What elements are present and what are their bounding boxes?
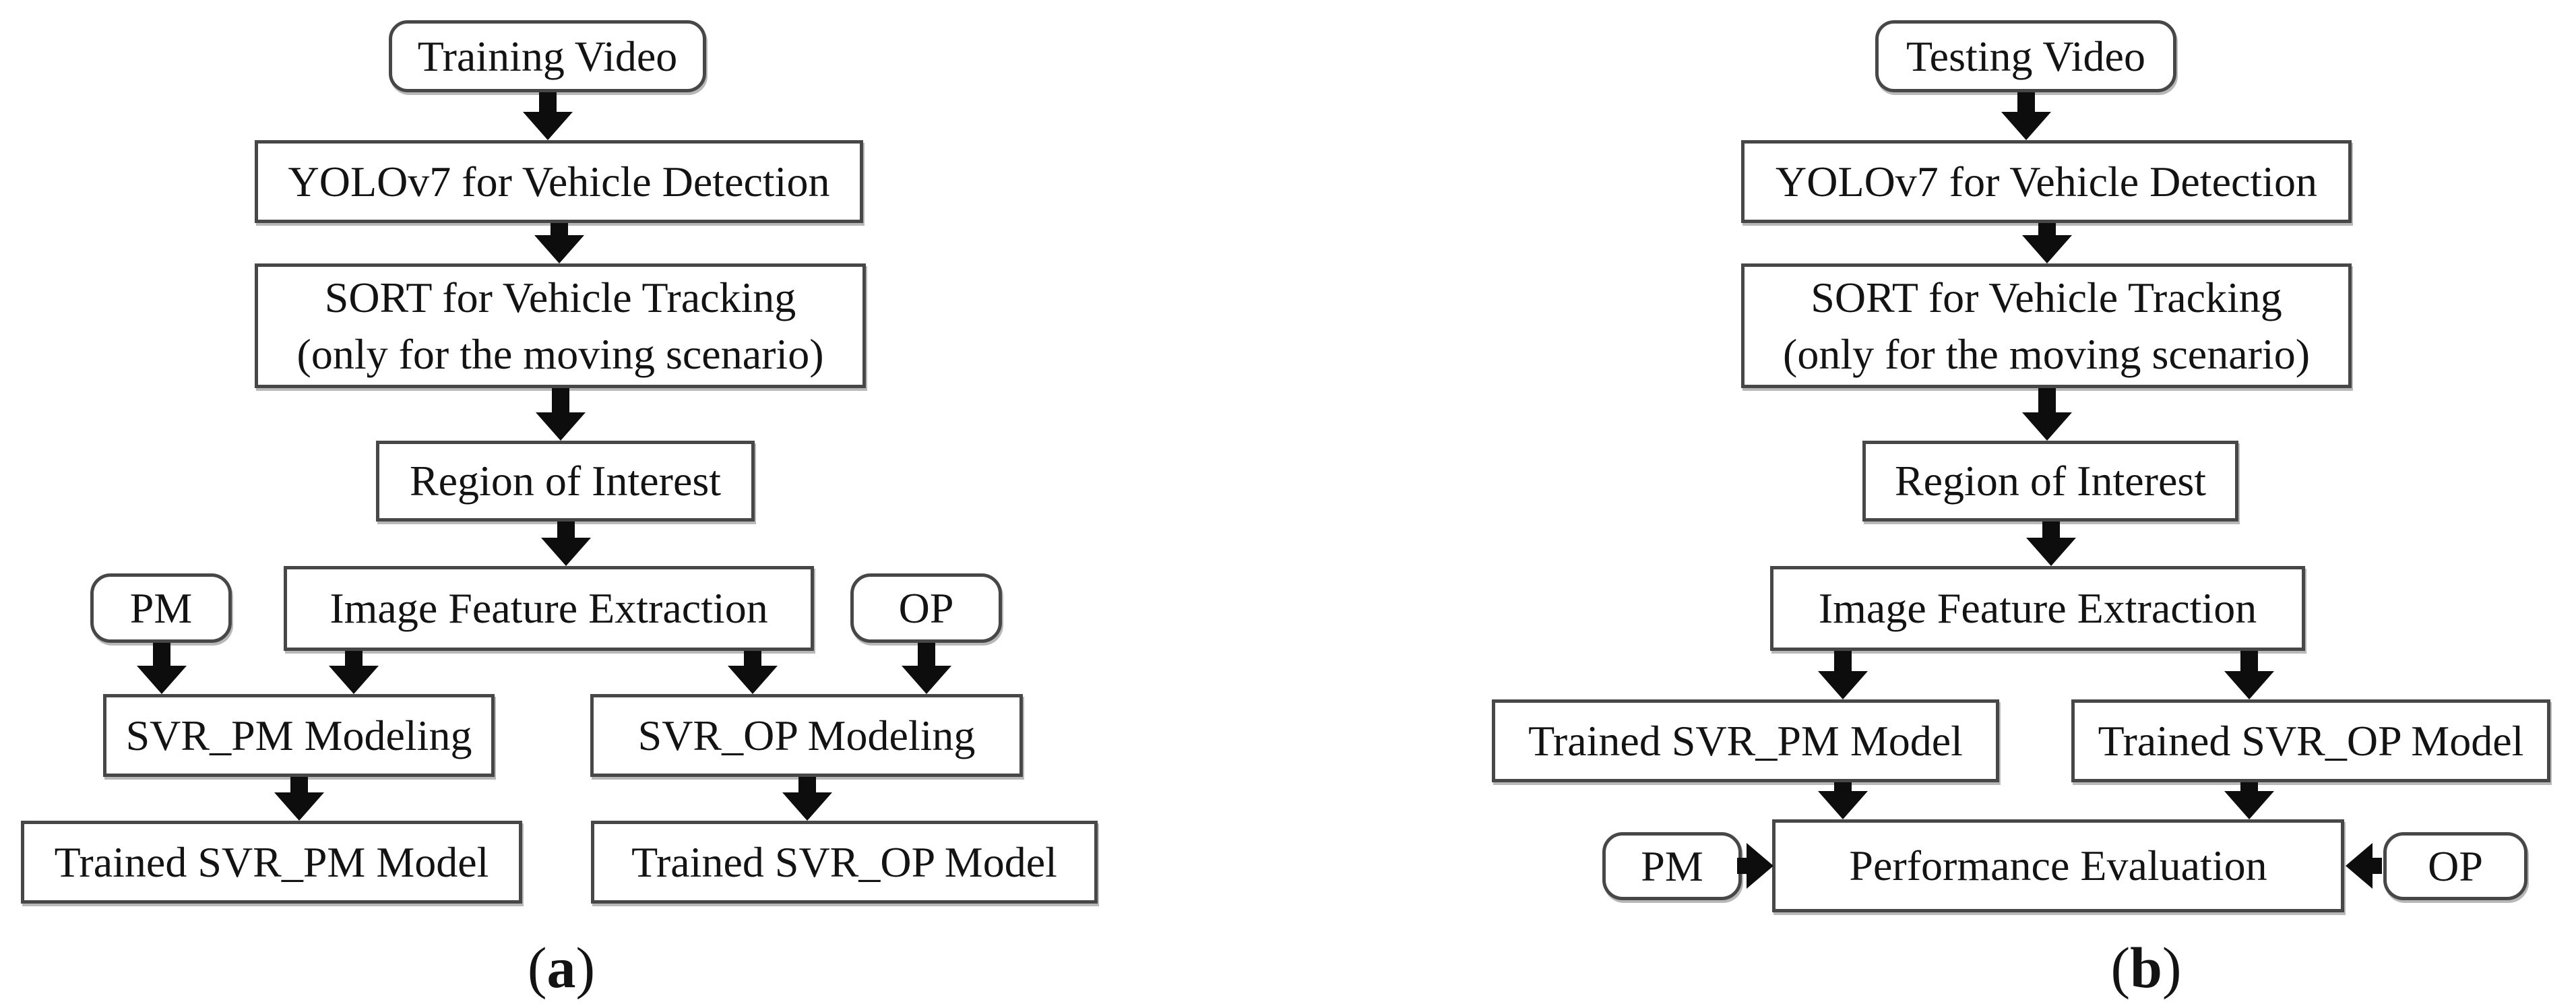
node-training-video: Training Video xyxy=(389,20,706,92)
node-op-input: OP xyxy=(2383,832,2527,900)
arrow-left-icon xyxy=(2346,843,2382,889)
arrow-down-icon xyxy=(782,777,832,821)
arrow-down-icon xyxy=(1818,782,1868,819)
arrow-down-icon xyxy=(274,777,324,821)
node-pm-input: PM xyxy=(90,573,232,643)
node-trained-svr-op-model: Trained SVR_OP Model xyxy=(2071,699,2550,782)
arrow-down-icon xyxy=(2224,651,2274,699)
node-sort-tracking: SORT for Vehicle Tracking (only for the … xyxy=(255,263,866,388)
node-trained-svr-pm-model: Trained SVR_PM Model xyxy=(1492,699,1999,782)
caption-b: (b) xyxy=(2110,935,2182,1000)
arrow-down-icon xyxy=(137,643,187,694)
node-testing-video: Testing Video xyxy=(1875,20,2176,92)
arrow-down-icon xyxy=(534,223,584,263)
arrow-down-icon xyxy=(2022,388,2072,441)
caption-a: (a) xyxy=(527,935,596,1000)
node-yolov7-detection: YOLOv7 for Vehicle Detection xyxy=(255,140,863,223)
node-region-of-interest: Region of Interest xyxy=(1862,441,2238,522)
arrow-down-icon xyxy=(536,388,586,441)
node-svr-op-modeling: SVR_OP Modeling xyxy=(590,694,1023,777)
node-image-feature-extraction: Image Feature Extraction xyxy=(1770,566,2305,651)
arrow-down-icon xyxy=(1818,651,1868,699)
arrow-down-icon xyxy=(728,651,778,694)
arrow-down-icon xyxy=(2224,782,2274,819)
arrow-down-icon xyxy=(523,92,573,140)
node-svr-pm-modeling: SVR_PM Modeling xyxy=(103,694,495,777)
node-trained-svr-pm-model: Trained SVR_PM Model xyxy=(21,821,522,904)
node-trained-svr-op-model: Trained SVR_OP Model xyxy=(591,821,1098,904)
arrow-down-icon xyxy=(329,651,379,694)
node-region-of-interest: Region of Interest xyxy=(376,441,755,522)
node-yolov7-detection: YOLOv7 for Vehicle Detection xyxy=(1741,140,2352,223)
node-pm-input: PM xyxy=(1602,832,1742,900)
node-sort-tracking: SORT for Vehicle Tracking (only for the … xyxy=(1741,263,2352,388)
arrow-down-icon xyxy=(2022,223,2072,263)
arrow-right-icon xyxy=(1737,843,1773,889)
node-op-input: OP xyxy=(850,573,1002,643)
arrow-down-icon xyxy=(2026,522,2076,566)
node-performance-evaluation: Performance Evaluation xyxy=(1772,819,2344,912)
node-image-feature-extraction: Image Feature Extraction xyxy=(284,566,814,651)
arrow-down-icon xyxy=(2001,92,2051,140)
arrow-down-icon xyxy=(902,643,951,694)
arrow-down-icon xyxy=(541,522,591,566)
